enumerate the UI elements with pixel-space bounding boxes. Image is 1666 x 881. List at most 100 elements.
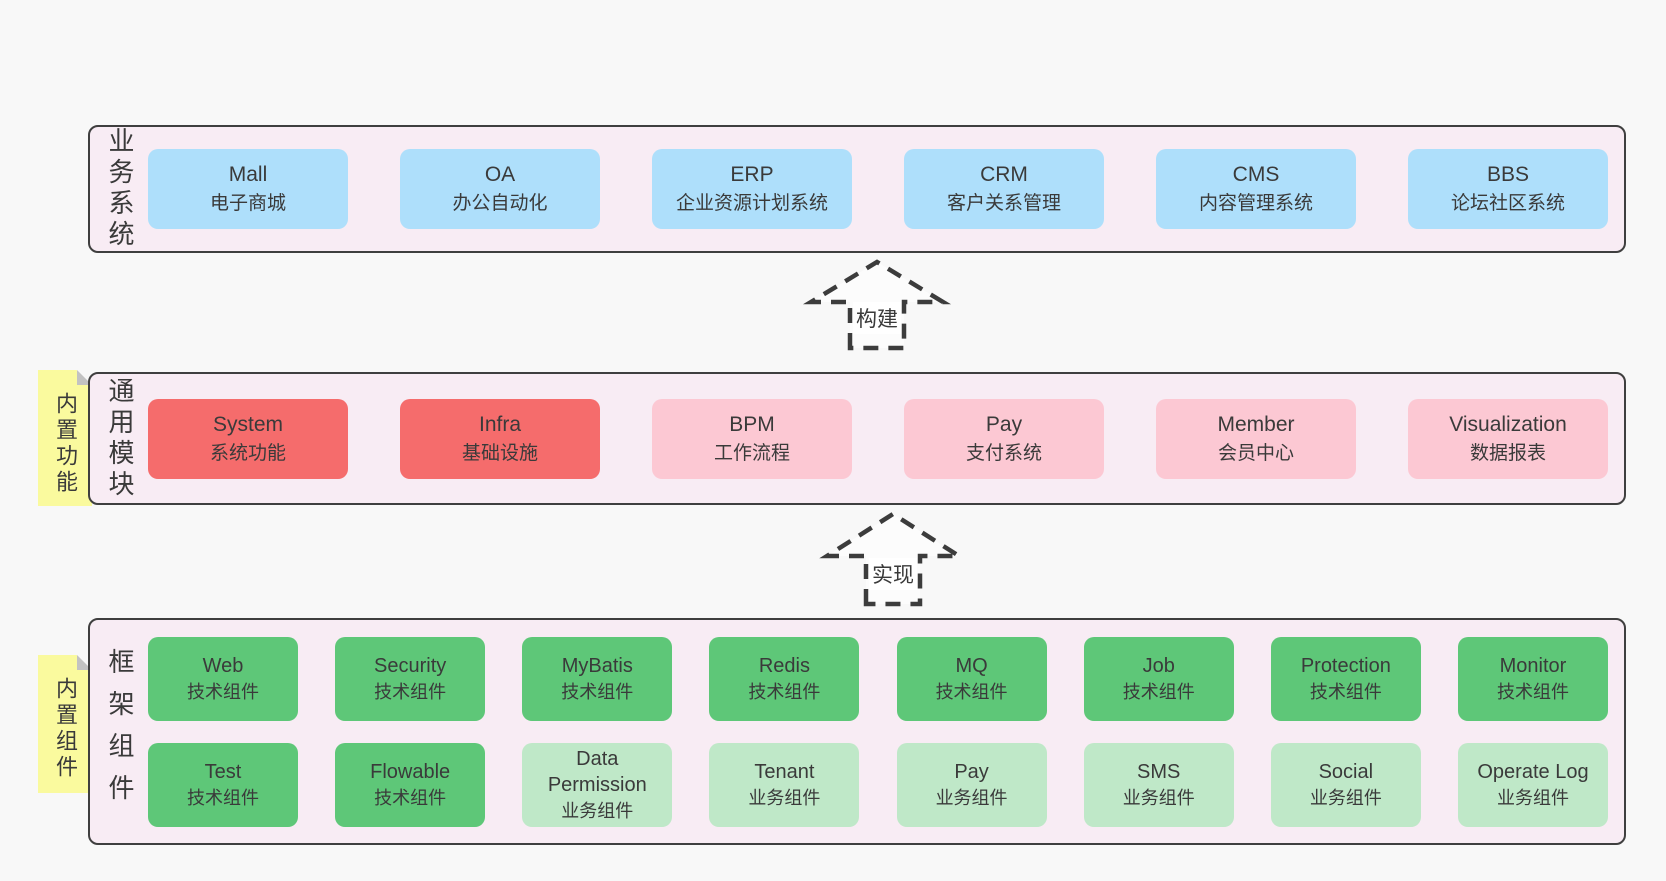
box-subtitle: 会员中心 [1217, 442, 1294, 464]
diagram-box-mq: MQ 技术组件 [896, 637, 1047, 721]
box-subtitle: 业务组件 [1496, 787, 1569, 808]
band-components-label: 框架组件 [105, 647, 135, 816]
box-title: Monitor [1499, 654, 1567, 677]
box-subtitle: 技术组件 [748, 681, 821, 702]
box-subtitle: 技术组件 [187, 787, 259, 808]
box-subtitle: 技术组件 [374, 787, 447, 808]
box-subtitle: 技术组件 [374, 681, 447, 702]
box-title: Protection [1300, 654, 1391, 677]
box-title: Flowable [370, 760, 451, 783]
diagram-box-web: Web 技术组件 [148, 637, 298, 721]
diagram-box-mybatis: MyBatis 技术组件 [522, 637, 673, 721]
box-title: ERP [730, 163, 774, 186]
diagram-box-oa: OA 办公自动化 [400, 149, 600, 229]
box-title: Security [374, 654, 447, 677]
diagram-box-operate-log: Operate Log 业务组件 [1457, 743, 1608, 827]
box-subtitle: 论坛社区系统 [1450, 193, 1565, 215]
components-row-2: Test 技术组件 Flowable 技术组件 Data Permission … [148, 743, 1608, 827]
box-subtitle: 基础设施 [461, 442, 538, 464]
band-modules-label: 通用模块 [105, 376, 135, 501]
box-subtitle: 系统功能 [209, 442, 286, 464]
box-subtitle: 电子商城 [209, 193, 286, 215]
box-title: Web [202, 654, 244, 677]
box-title: Visualization [1449, 412, 1567, 436]
diagram-box-redis: Redis 技术组件 [709, 637, 860, 721]
business-boxes-row: Mall 电子商城 OA 办公自动化 ERP 企业资源计划系统 CRM 客户关系… [148, 149, 1608, 229]
box-subtitle: 工作流程 [713, 442, 790, 464]
box-title: Job [1142, 654, 1175, 677]
box-title: Pay [954, 760, 989, 783]
band-business-systems: 业务系统 Mall 电子商城 OA 办公自动化 ERP 企业资源计划系统 CRM… [88, 125, 1626, 253]
box-title: Data Permission [547, 747, 647, 796]
box-subtitle: 内容管理系统 [1198, 193, 1313, 215]
box-subtitle: 技术组件 [1496, 681, 1569, 702]
box-title: MQ [955, 654, 988, 677]
sticky-label: 内置功能 [53, 392, 78, 496]
diagram-box-cms: CMS 内容管理系统 [1156, 149, 1356, 229]
diagram-box-member: Member 会员中心 [1156, 398, 1356, 479]
box-subtitle: 企业资源计划系统 [675, 193, 828, 215]
box-title: OA [484, 163, 516, 186]
box-subtitle: 数据报表 [1469, 442, 1546, 464]
box-title: Member [1217, 412, 1295, 436]
box-subtitle: 业务组件 [1309, 787, 1382, 808]
band-framework-components: 框架组件 Web 技术组件 Security 技术组件 MyBatis 技术组件… [88, 618, 1626, 845]
diagram-box-infra: Infra 基础设施 [400, 398, 600, 479]
diagram-box-test: Test 技术组件 [148, 743, 298, 827]
box-subtitle: 技术组件 [935, 681, 1008, 702]
box-title: Tenant [754, 760, 815, 783]
box-title: Operate Log [1477, 760, 1589, 783]
band-business-label: 业务系统 [105, 127, 135, 251]
build-arrow: 构建 [801, 256, 953, 352]
box-subtitle: 技术组件 [1122, 681, 1195, 702]
diagram-box-data-permission: Data Permission 业务组件 [522, 743, 673, 827]
diagram-box-flowable: Flowable 技术组件 [335, 743, 486, 827]
diagram-box-system: System 系统功能 [148, 398, 348, 479]
box-title: CRM [980, 163, 1028, 186]
box-title: BPM [729, 412, 775, 436]
diagram-box-visualization: Visualization 数据报表 [1408, 398, 1608, 479]
box-title: MyBatis [561, 654, 633, 677]
diagram-box-crm: CRM 客户关系管理 [904, 149, 1104, 229]
diagram-box-bpm: BPM 工作流程 [652, 398, 852, 479]
diagram-box-social: Social 业务组件 [1270, 743, 1421, 827]
diagram-box-tenant: Tenant 业务组件 [709, 743, 860, 827]
box-title: System [212, 412, 283, 436]
box-subtitle: 技术组件 [187, 681, 259, 702]
realize-arrow: 实现 [817, 508, 969, 608]
box-title: Mall [228, 163, 268, 186]
box-subtitle: 客户关系管理 [946, 193, 1061, 215]
diagram-box-security: Security 技术组件 [335, 637, 486, 721]
box-subtitle: 技术组件 [1309, 681, 1382, 702]
box-subtitle: 支付系统 [965, 442, 1042, 464]
diagram-box-sms: SMS 业务组件 [1083, 743, 1234, 827]
box-title: SMS [1137, 760, 1181, 783]
diagram-box-erp: ERP 企业资源计划系统 [652, 149, 852, 229]
diagram-box-pay-component: Pay 业务组件 [896, 743, 1047, 827]
diagram-box-pay-system: Pay 支付系统 [904, 398, 1104, 479]
box-subtitle: 技术组件 [561, 681, 634, 702]
diagram-box-job: Job 技术组件 [1083, 637, 1234, 721]
box-title: Redis [758, 654, 810, 677]
modules-boxes-row: System 系统功能 Infra 基础设施 BPM 工作流程 Pay 支付系统… [148, 398, 1608, 479]
build-arrow-label: 构建 [801, 302, 953, 334]
box-subtitle: 业务组件 [1122, 787, 1195, 808]
box-title: CMS [1232, 163, 1280, 186]
diagram-box-protection: Protection 技术组件 [1270, 637, 1421, 721]
sticky-built-in-functions: 内置功能 [38, 370, 92, 506]
sticky-label: 内置组件 [53, 677, 78, 781]
box-subtitle: 业务组件 [935, 787, 1008, 808]
box-subtitle: 办公自动化 [452, 193, 548, 215]
realize-arrow-label: 实现 [817, 558, 969, 590]
box-title: Test [204, 760, 242, 783]
box-title: Infra [478, 412, 522, 436]
box-title: BBS [1486, 163, 1530, 186]
sticky-built-in-components: 内置组件 [38, 655, 92, 793]
diagram-box-monitor: Monitor 技术组件 [1457, 637, 1608, 721]
box-subtitle: 业务组件 [561, 800, 634, 821]
box-title: Pay [985, 412, 1023, 436]
box-title: Social [1318, 760, 1374, 783]
components-row-1: Web 技术组件 Security 技术组件 MyBatis 技术组件 Redi… [148, 637, 1608, 721]
diagram-box-bbs: BBS 论坛社区系统 [1408, 149, 1608, 229]
